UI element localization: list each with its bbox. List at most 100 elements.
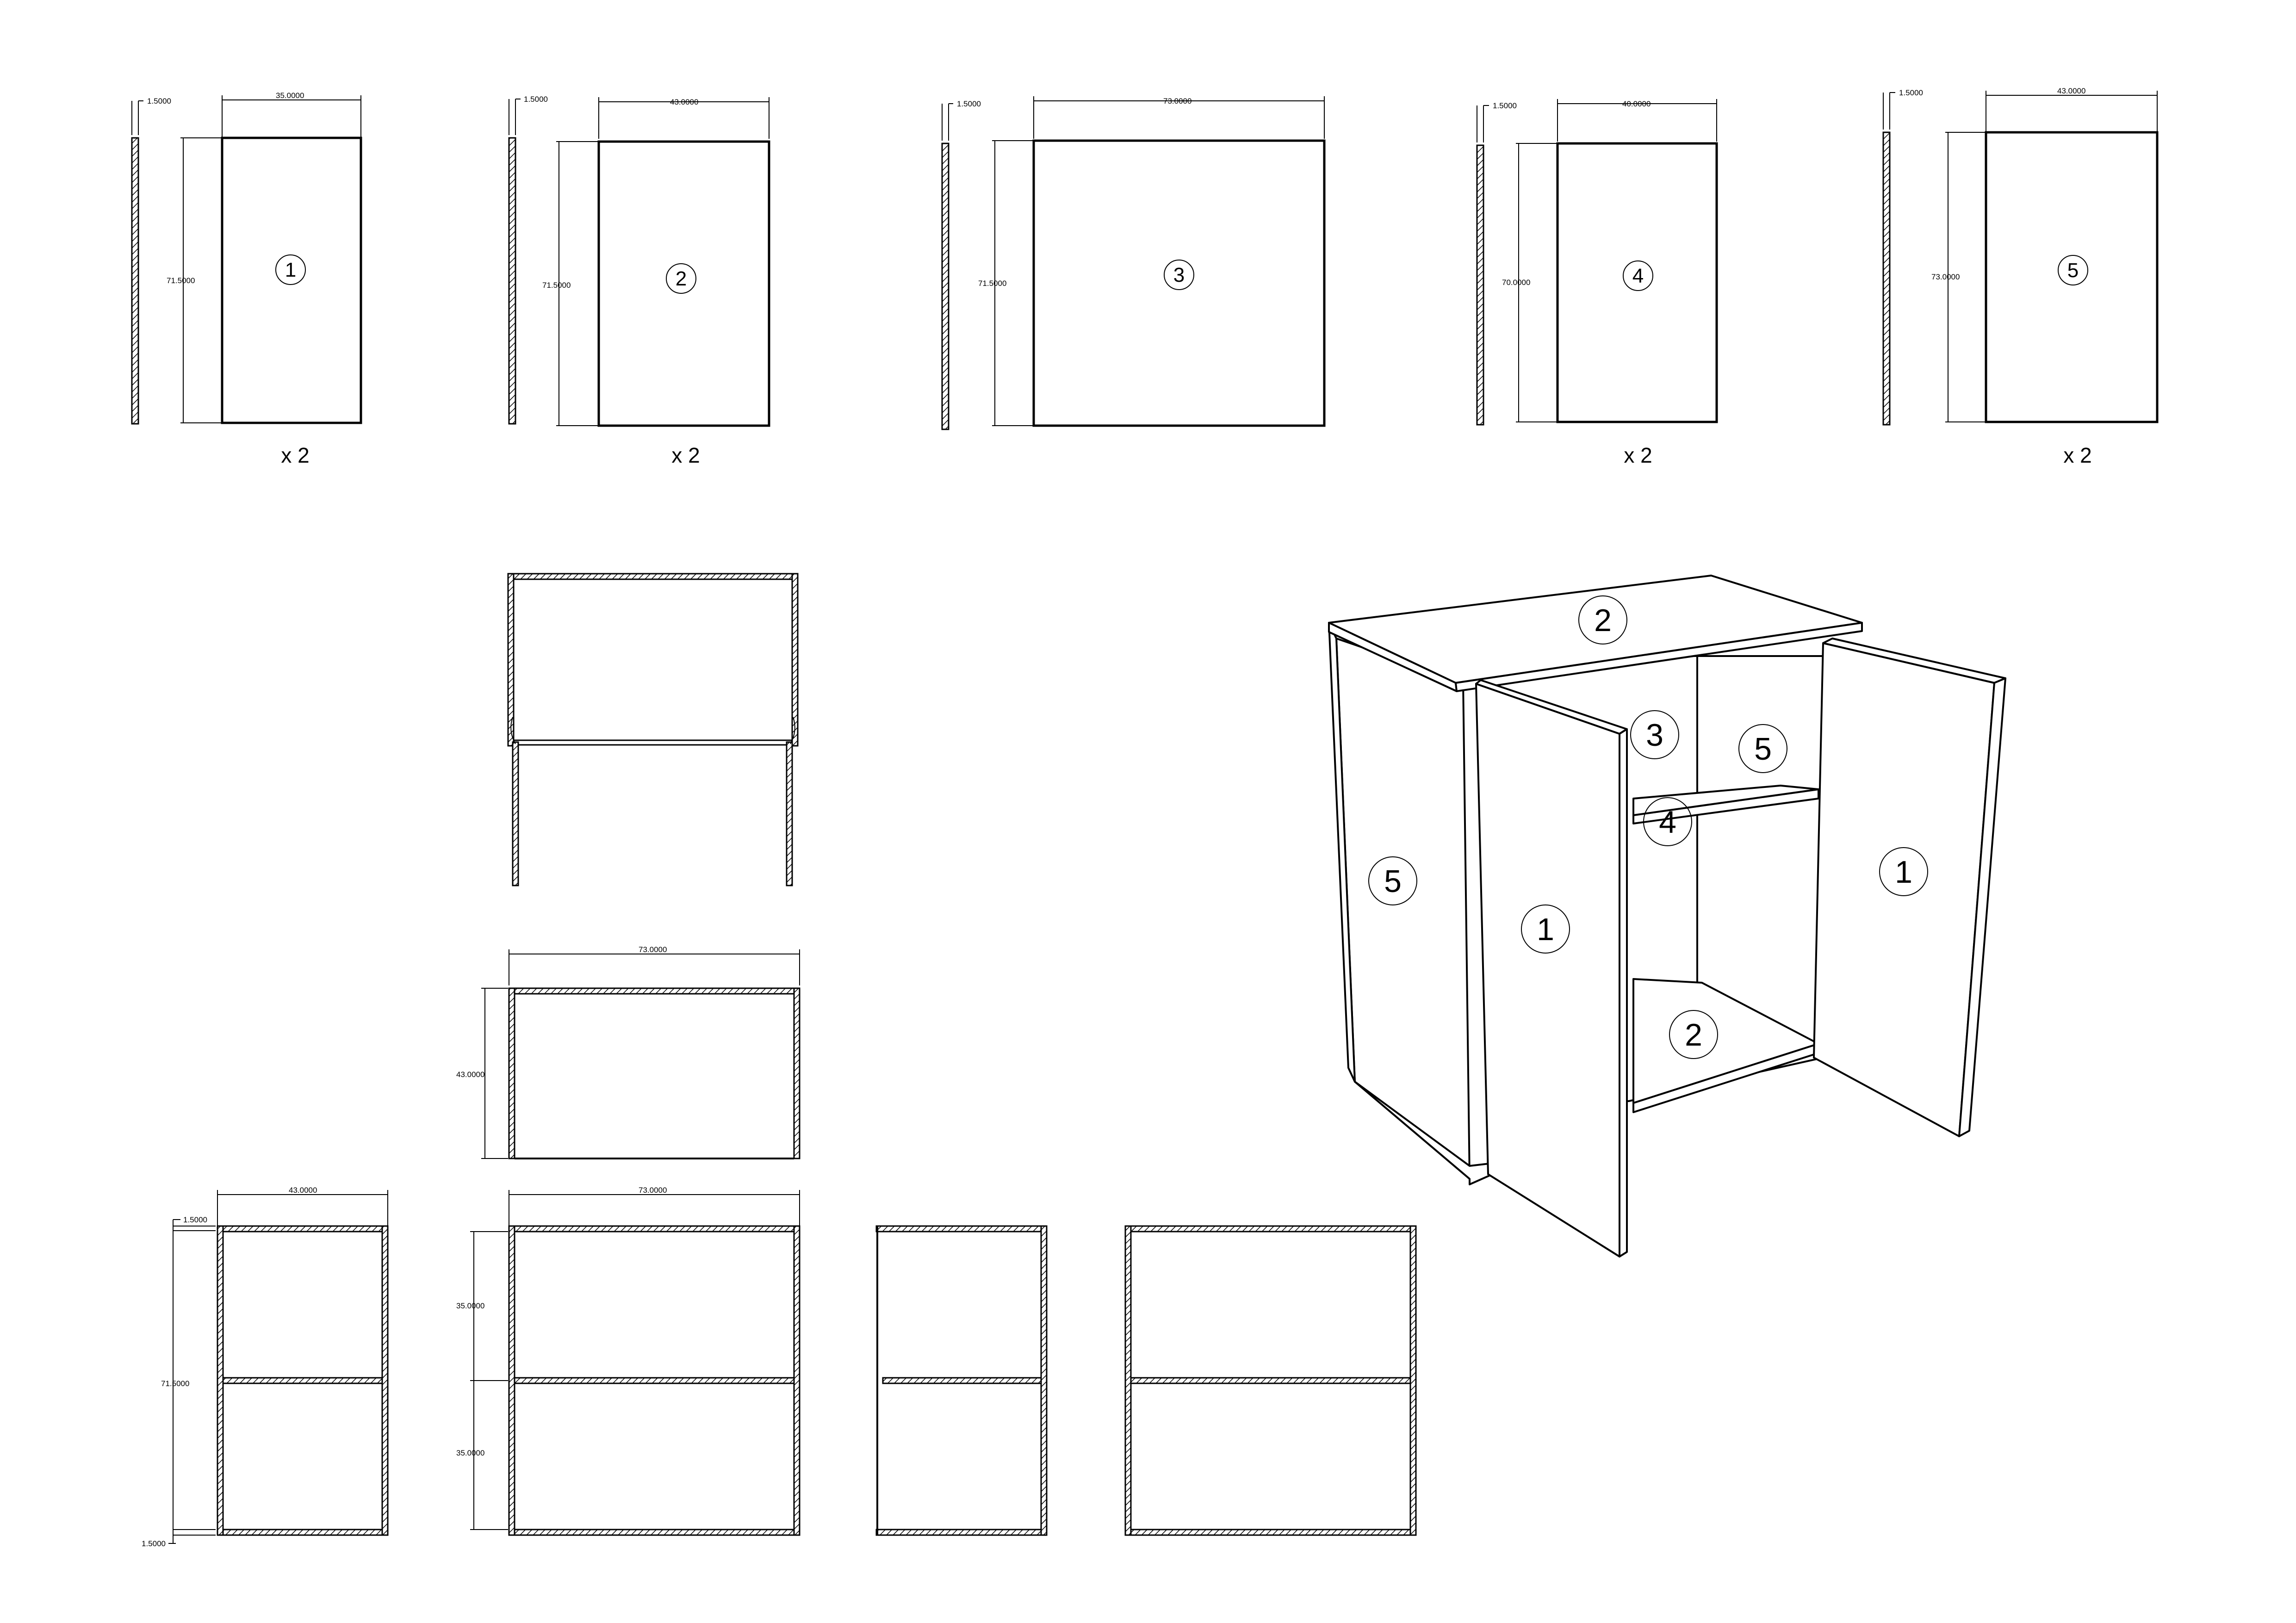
iso-label-left-side: 5: [1384, 864, 1402, 899]
panel-1-thickness: 1.5000: [147, 97, 171, 105]
panel-2-height: 71.5000: [542, 281, 571, 290]
panel-2-thickness: 1.5000: [524, 95, 548, 104]
panel-2-face: [597, 140, 770, 427]
iso-shelf: [1632, 785, 1819, 816]
panel-5-height: 73.0000: [1931, 273, 1960, 281]
iso-callout-back-side: [1738, 724, 1787, 773]
iso-label-bottom: 2: [1685, 1017, 1702, 1053]
iso-label-top: 2: [1594, 603, 1612, 638]
panel-1-height: 71.5000: [167, 276, 195, 285]
panel-3-edge-view: [941, 142, 949, 430]
iso-right-door-edge: [1958, 677, 2006, 1137]
top-view-back-edge: [507, 573, 799, 580]
panel-2-drawing: 1.5000 43.0000 71.5000 2 x 2: [508, 95, 770, 467]
panel-5-width: 43.0000: [2057, 87, 2085, 95]
panel-1-drawing: 1.5000 35.0000 71.5000 1 x 2: [131, 91, 362, 467]
panel-1-width: 35.0000: [276, 91, 304, 100]
panel-3-drawing: 1.5000 73.0000 71.5000 3: [941, 96, 1326, 430]
variant-front-bottom: [1124, 1529, 1417, 1536]
panel-5-thickness: 1.5000: [1899, 88, 1923, 97]
side-section-bottom-thickness: 1.5000: [142, 1539, 166, 1548]
top-view-front-edge: [513, 739, 793, 746]
front-section-right: [793, 1225, 800, 1536]
panel-2-quantity: x 2: [671, 443, 700, 467]
panel-5-drawing: 1.5000 43.0000 73.0000 5 x 2: [1882, 87, 2159, 467]
panel-5-edge-view: [1882, 131, 1891, 426]
plan-view-depth: 43.0000: [456, 1070, 484, 1079]
panel-2-edge-view: [508, 137, 516, 425]
side-section-width: 43.0000: [289, 1186, 317, 1195]
top-view-left-side: [507, 573, 515, 747]
side-section-back: [381, 1225, 389, 1536]
panel-4-width: 40.0000: [1622, 99, 1651, 108]
iso-left-side: [1335, 638, 1471, 1180]
panel-1-edge-view: [131, 137, 139, 425]
front-section-bottom: [508, 1529, 800, 1536]
top-view-right-side: [791, 573, 799, 747]
side-section-top: [217, 1225, 389, 1233]
side-section-front: [217, 1225, 224, 1536]
panel-5-callout: [2058, 255, 2088, 285]
variant-front-shelf: [1130, 1377, 1411, 1384]
panel-3-face: [1032, 139, 1326, 427]
front-section-left: [508, 1225, 515, 1536]
plan-view-left: [508, 987, 515, 1159]
panel-5-quantity: x 2: [2063, 443, 2091, 467]
variant-side-shelf: [882, 1377, 1042, 1384]
panel-4-quantity: x 2: [1624, 443, 1652, 467]
iso-callout-left-side: [1368, 856, 1417, 905]
plan-view-back: [508, 987, 800, 995]
side-section-top-thickness: 1.5000: [183, 1215, 207, 1224]
variant-front-left: [1124, 1225, 1132, 1536]
isometric-callouts: 2 3 5 4 5 1 1 2: [1368, 595, 1928, 1059]
front-section: 73.0000 35.0000 35.0000: [456, 1186, 800, 1536]
iso-left-door: [1475, 683, 1620, 1258]
iso-callout-back-upper: [1630, 710, 1679, 759]
iso-label-shelf: 4: [1659, 805, 1676, 840]
panel-3-thickness: 1.5000: [957, 99, 981, 108]
panel-4-face: [1556, 142, 1718, 423]
panel-5-number: 5: [2067, 259, 2079, 282]
panel-3-width: 73.0000: [1163, 97, 1191, 105]
top-view-left-door: [512, 741, 519, 886]
variant-front-top: [1124, 1225, 1417, 1233]
variant-front-right: [1409, 1225, 1417, 1536]
side-section-shelf: [222, 1377, 383, 1384]
front-section-upper-height: 35.0000: [456, 1301, 484, 1310]
iso-callout-top: [1578, 595, 1627, 644]
front-section-top: [508, 1225, 800, 1233]
panel-2-number: 2: [676, 267, 687, 290]
panel-4-thickness: 1.5000: [1493, 101, 1517, 110]
panel-4-callout: [1623, 260, 1653, 291]
front-section-variant: [1124, 1225, 1417, 1536]
iso-callout-bottom: [1669, 1010, 1718, 1059]
panel-4-height: 70.0000: [1502, 278, 1530, 287]
variant-side-bottom: [875, 1529, 1048, 1536]
top-view-doors-open: [507, 573, 799, 886]
side-section-shelf-variant: [875, 1225, 1048, 1536]
iso-callout-right-door: [1879, 847, 1928, 896]
iso-label-left-door: 1: [1537, 912, 1554, 947]
panel-5-face: [1985, 131, 2159, 423]
panel-2-width: 43.0000: [670, 98, 698, 106]
front-section-width: 73.0000: [639, 1186, 667, 1195]
front-section-shelf: [514, 1377, 795, 1384]
side-section-height: 71.5000: [161, 1379, 189, 1388]
side-section: 43.0000 1.5000 1.5000 71.5000: [142, 1186, 389, 1548]
front-section-lower-height: 35.0000: [456, 1449, 484, 1457]
panel-4-number: 4: [1632, 265, 1644, 287]
panel-1-callout: [275, 254, 306, 285]
iso-left-door-edge: [1619, 728, 1628, 1258]
variant-side-back: [1040, 1225, 1048, 1536]
panel-3-height: 71.5000: [978, 279, 1006, 288]
panel-1-quantity: x 2: [281, 443, 309, 467]
panel-4-edge-view: [1476, 144, 1484, 426]
variant-side-top: [875, 1225, 1048, 1233]
isometric-cabinet-view: [1328, 575, 2006, 1258]
iso-callout-left-door: [1521, 904, 1570, 954]
iso-label-back-side: 5: [1754, 731, 1772, 767]
plan-view-right: [793, 987, 800, 1159]
panel-1-face: [221, 136, 362, 424]
plan-view: 73.0000 43.0000: [456, 945, 800, 1159]
